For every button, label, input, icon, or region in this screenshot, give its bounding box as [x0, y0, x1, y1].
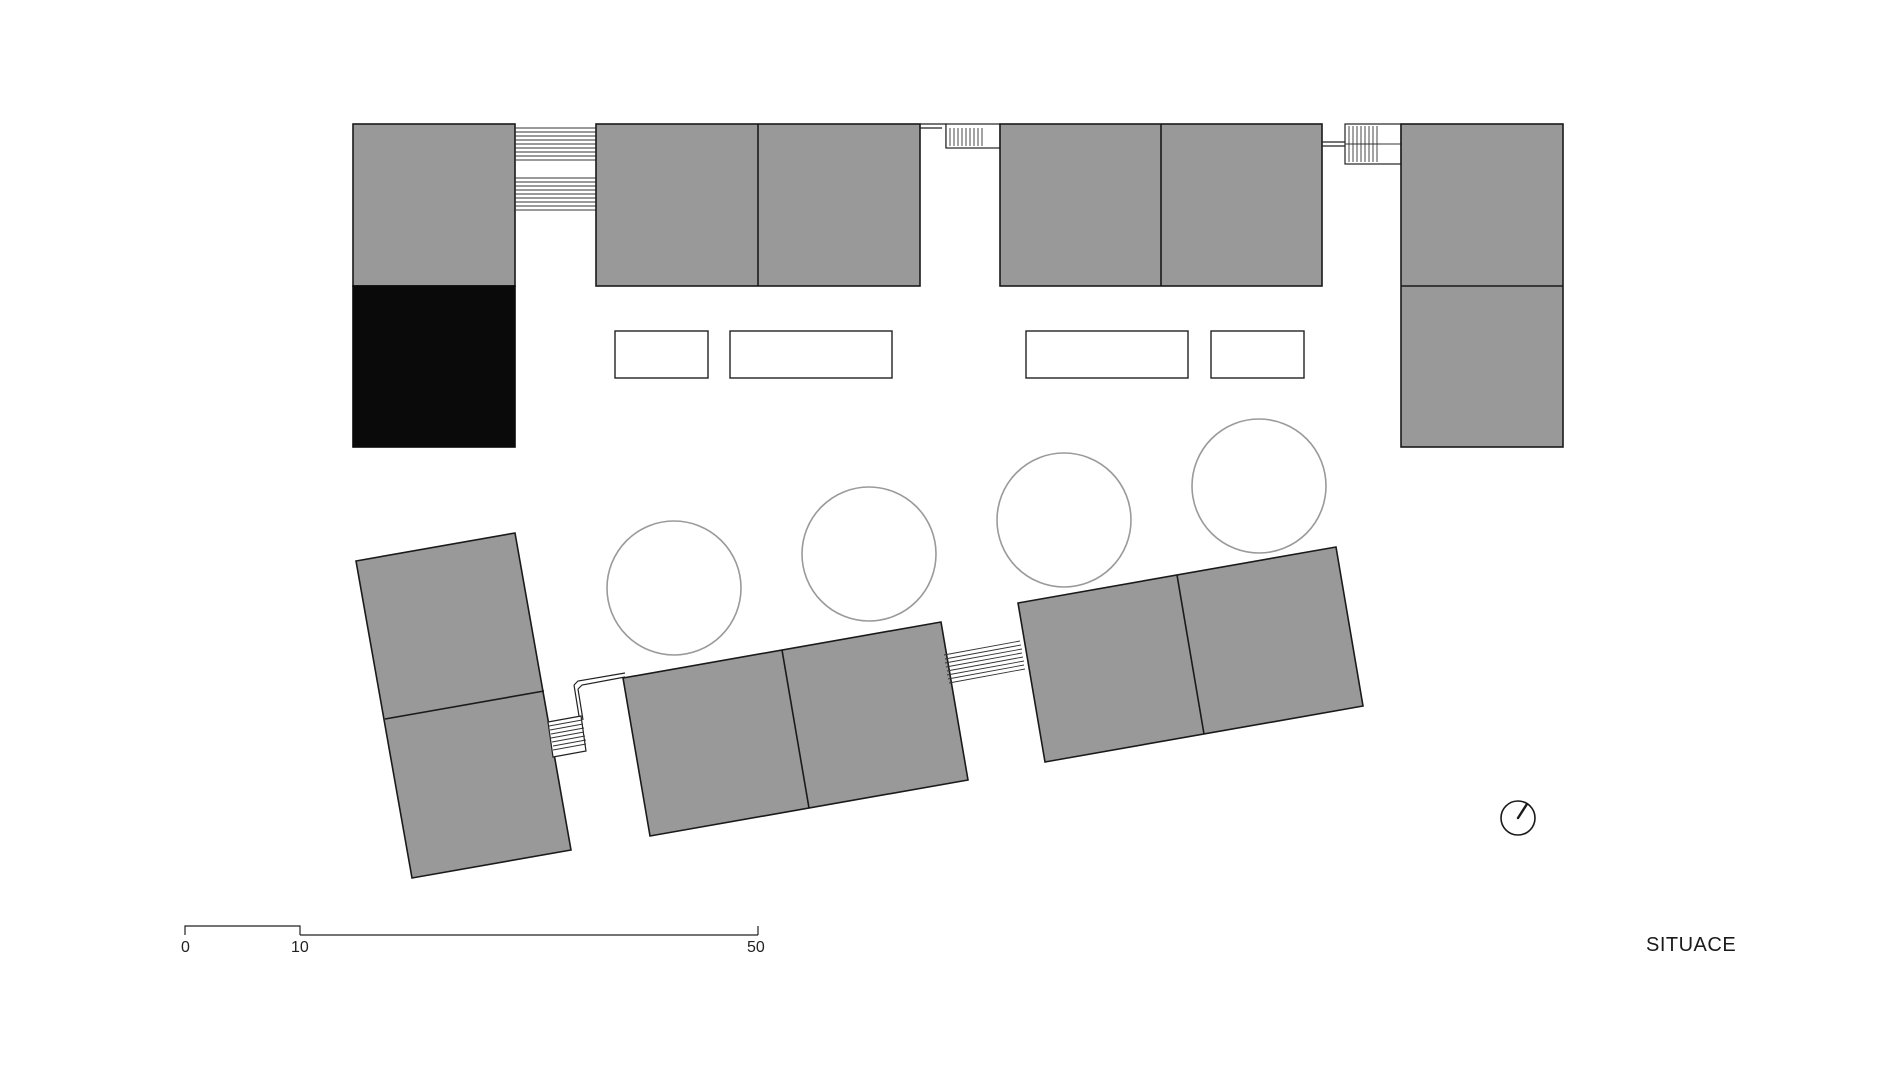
bottom-building-row	[355, 532, 1364, 879]
building-top-left	[352, 123, 516, 287]
courtyard-elements	[614, 330, 1305, 379]
scale-bar: 0 10 50	[181, 925, 765, 956]
scale-label-0: 0	[181, 939, 190, 956]
stair-top-2	[515, 177, 596, 211]
north-arrow-icon	[1500, 800, 1536, 836]
tree-4	[1191, 418, 1327, 554]
scale-label-50: 50	[747, 939, 765, 956]
plan-title: SITUACE	[1646, 934, 1737, 956]
scale-label-10: 10	[291, 939, 309, 956]
courtyard-box-4	[1210, 330, 1305, 379]
tree-3	[996, 452, 1132, 588]
stair-top-3	[920, 123, 1001, 149]
trees	[606, 418, 1327, 656]
building-highlighted	[352, 285, 516, 448]
stair-top-1	[515, 127, 596, 161]
stair-top-4	[1322, 123, 1402, 165]
courtyard-box-2	[729, 330, 893, 379]
stair-bottom-1	[547, 672, 626, 758]
tree-2	[801, 486, 937, 622]
top-building-row	[352, 123, 1564, 448]
stair-bottom-2	[943, 640, 1026, 684]
courtyard-box-1	[614, 330, 709, 379]
tree-1	[606, 520, 742, 656]
courtyard-box-3	[1025, 330, 1189, 379]
